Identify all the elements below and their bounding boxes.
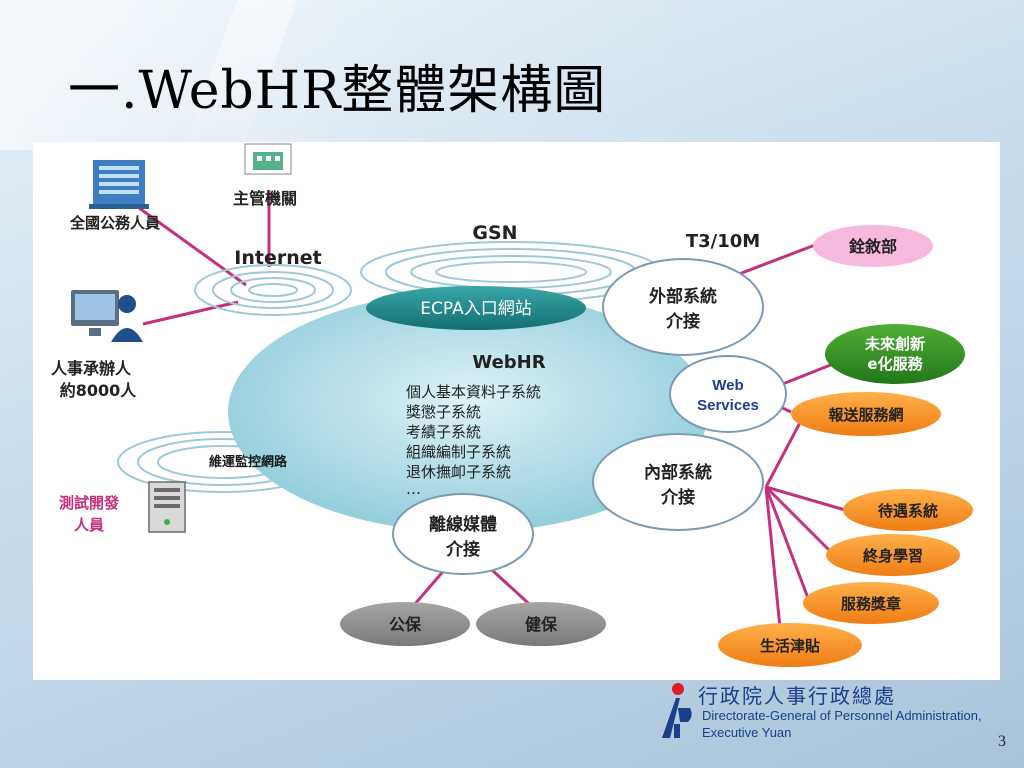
ops-monitor-label: 維運監控網路 xyxy=(209,454,288,470)
future-eservice-label: 未來創新 xyxy=(864,335,925,353)
hr-staff-label: 人事承辦人 xyxy=(51,359,132,378)
service-medal-label: 服務獎章 xyxy=(841,595,901,613)
subsystem-item: … xyxy=(406,480,421,498)
logo-name-en: Directorate-General of Personnel Adminis… xyxy=(702,708,982,723)
logo-mark-icon xyxy=(662,698,692,738)
supervising-agency-label: 主管機關 xyxy=(233,189,297,208)
web-services-label: Web xyxy=(712,377,743,394)
internet-cloud-ripples xyxy=(194,264,352,316)
webhr-title: WebHR xyxy=(472,352,545,373)
logo-name-en: Executive Yuan xyxy=(702,725,792,740)
link-internal-learning xyxy=(764,485,835,556)
internal-interface-label: 介接 xyxy=(660,487,695,508)
test-dev-label: 人員 xyxy=(74,516,104,534)
test-dev-label: 測試開發 xyxy=(59,494,120,512)
computer-user-icon xyxy=(71,290,143,342)
offline-media-label: 介接 xyxy=(445,539,480,560)
page-number: 3 xyxy=(998,733,1006,750)
future-eservice-label: e化服務 xyxy=(867,355,923,373)
webhr-subsystem-list: 個人基本資料子系統 獎懲子系統 考績子系統 組織編制子系統 退休撫卹子系統 … xyxy=(406,383,541,498)
webhr-core-blob xyxy=(228,292,708,532)
offline-media-label: 離線媒體 xyxy=(429,514,497,535)
report-service-label: 報送服務網 xyxy=(828,406,903,424)
link-internal-report xyxy=(764,416,805,488)
internet-label: Internet xyxy=(234,247,321,269)
external-interface-label: 介接 xyxy=(665,311,700,332)
government-building-icon xyxy=(244,143,292,175)
link-external-examination xyxy=(738,243,816,276)
slide-title: 一.WebHR整體架構圖 xyxy=(68,61,607,121)
logo-name-cn: 行政院人事行政總處 xyxy=(698,684,896,708)
examination-ministry-label: 銓敘部 xyxy=(849,237,897,256)
health-insurance-node: 健保 xyxy=(476,602,606,646)
living-allowance-label: 生活津貼 xyxy=(760,637,820,655)
health-insurance-label: 健保 xyxy=(525,615,558,634)
web-services-label: Services xyxy=(697,397,759,414)
office-building-icon xyxy=(89,160,149,209)
subsystem-item: 考績子系統 xyxy=(406,423,481,441)
link-internal-allowance xyxy=(764,486,783,639)
connection-lines xyxy=(127,190,846,639)
link-civil-servants-internet xyxy=(127,198,247,287)
link-internal-medal xyxy=(764,486,810,599)
public-insurance-node: 公保 xyxy=(340,602,470,646)
hr-staff-label: 約8000人 xyxy=(60,381,138,400)
future-eservice-node: 未來創新 e化服務 xyxy=(825,324,965,384)
gsn-label: GSN xyxy=(472,222,517,244)
web-services-node: Web Services xyxy=(669,355,787,433)
architecture-diagram: ECPA入口網站 維運監控網路 Internet GSN T3/10M WebH… xyxy=(51,143,973,667)
organization-logo: 行政院人事行政總處 Directorate-General of Personn… xyxy=(660,680,1010,742)
internal-interface-node: 內部系統 介接 xyxy=(592,433,764,531)
link-hrstaff-internet xyxy=(142,300,239,326)
subsystem-item: 個人基本資料子系統 xyxy=(406,383,541,401)
living-allowance-node: 生活津貼 xyxy=(718,623,862,667)
subsystem-item: 獎懲子系統 xyxy=(406,403,481,421)
ecpa-portal-node: ECPA入口網站 xyxy=(366,286,586,330)
architecture-diagram-panel: ECPA入口網站 維運監控網路 Internet GSN T3/10M WebH… xyxy=(33,142,1000,680)
server-icon xyxy=(148,481,186,533)
ecpa-portal-label: ECPA入口網站 xyxy=(420,299,531,319)
subsystem-item: 退休撫卹子系統 xyxy=(406,463,511,481)
link-internal-treatment xyxy=(765,485,846,512)
subsystem-item: 組織編制子系統 xyxy=(406,443,511,461)
treatment-system-node: 待遇系統 xyxy=(843,489,973,531)
internal-interface-label: 內部系統 xyxy=(644,462,712,483)
lifelong-learning-node: 終身學習 xyxy=(826,534,960,576)
slide-background-decoration xyxy=(0,0,1024,150)
t3-label: T3/10M xyxy=(686,231,760,252)
external-interface-label: 外部系統 xyxy=(649,286,717,307)
report-service-node: 報送服務網 xyxy=(791,392,941,436)
external-interface-node: 外部系統 介接 xyxy=(602,258,764,356)
examination-ministry-node: 銓敘部 xyxy=(813,225,933,267)
service-medal-node: 服務獎章 xyxy=(803,582,939,624)
public-insurance-label: 公保 xyxy=(389,615,422,634)
national-civil-servants-label: 全國公務人員 xyxy=(69,214,160,232)
logo-red-dot-icon xyxy=(672,683,684,695)
offline-media-node: 離線媒體 介接 xyxy=(392,493,534,575)
treatment-system-label: 待遇系統 xyxy=(878,502,938,520)
lifelong-learning-label: 終身學習 xyxy=(863,547,923,565)
